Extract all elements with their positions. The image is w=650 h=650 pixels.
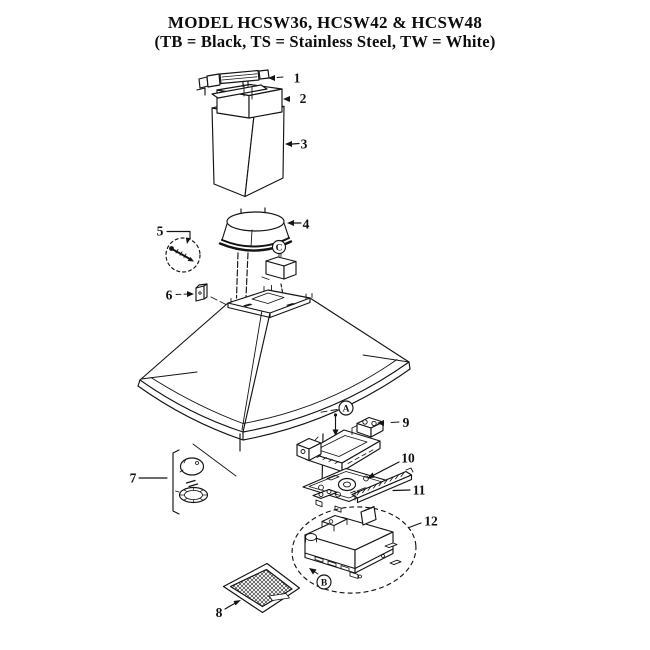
junction-box-ref-c xyxy=(261,239,297,280)
callout-leaders xyxy=(166,75,422,610)
ref-c-label: C xyxy=(276,244,283,254)
callout-3-label: 3 xyxy=(301,137,308,152)
lamp-assembly-part-7 xyxy=(138,443,237,515)
callout-10-label: 10 xyxy=(401,451,415,466)
ref-b-label: B xyxy=(321,579,328,589)
callout-2-label: 2 xyxy=(300,91,307,106)
grease-filter-part-8 xyxy=(222,562,301,614)
callout-4-label: 4 xyxy=(303,217,310,232)
bracket-clip-part-6 xyxy=(195,283,227,305)
callout-6-label: 6 xyxy=(166,288,173,303)
ref-a-label: A xyxy=(343,405,350,415)
model-title: MODEL HCSW36, HCSW42 & HCSW48 xyxy=(167,13,483,32)
callout-9-label: 9 xyxy=(403,415,410,430)
title-block: MODEL HCSW36, HCSW42 & HCSW48 (TB = Blac… xyxy=(0,13,650,52)
circled-letter-a xyxy=(307,400,354,449)
finish-code-legend: (TB = Black, TS = Stainless Steel, TW = … xyxy=(154,31,496,51)
blower-housing-part-9 xyxy=(296,416,384,473)
chimney-mounting-bracket-part-1 xyxy=(196,69,270,100)
callout-12-label: 12 xyxy=(424,514,438,529)
duct-collar-part-4 xyxy=(218,207,293,252)
circled-letter-b xyxy=(309,568,332,590)
callout-11-label: 11 xyxy=(413,483,426,498)
callout-5-label: 5 xyxy=(157,224,164,239)
screw-detail-part-5 xyxy=(165,237,201,273)
callout-8-label: 8 xyxy=(216,605,223,620)
callout-7-label: 7 xyxy=(130,471,137,486)
blower-assembly-part-12 xyxy=(291,505,417,594)
chimney-duct-cover-part-3 xyxy=(211,99,285,198)
mounting-rail-part-11 xyxy=(350,467,414,504)
circled-letter-c xyxy=(271,239,287,255)
hood-canopy xyxy=(137,285,411,441)
callout-1-label: 1 xyxy=(294,71,301,86)
